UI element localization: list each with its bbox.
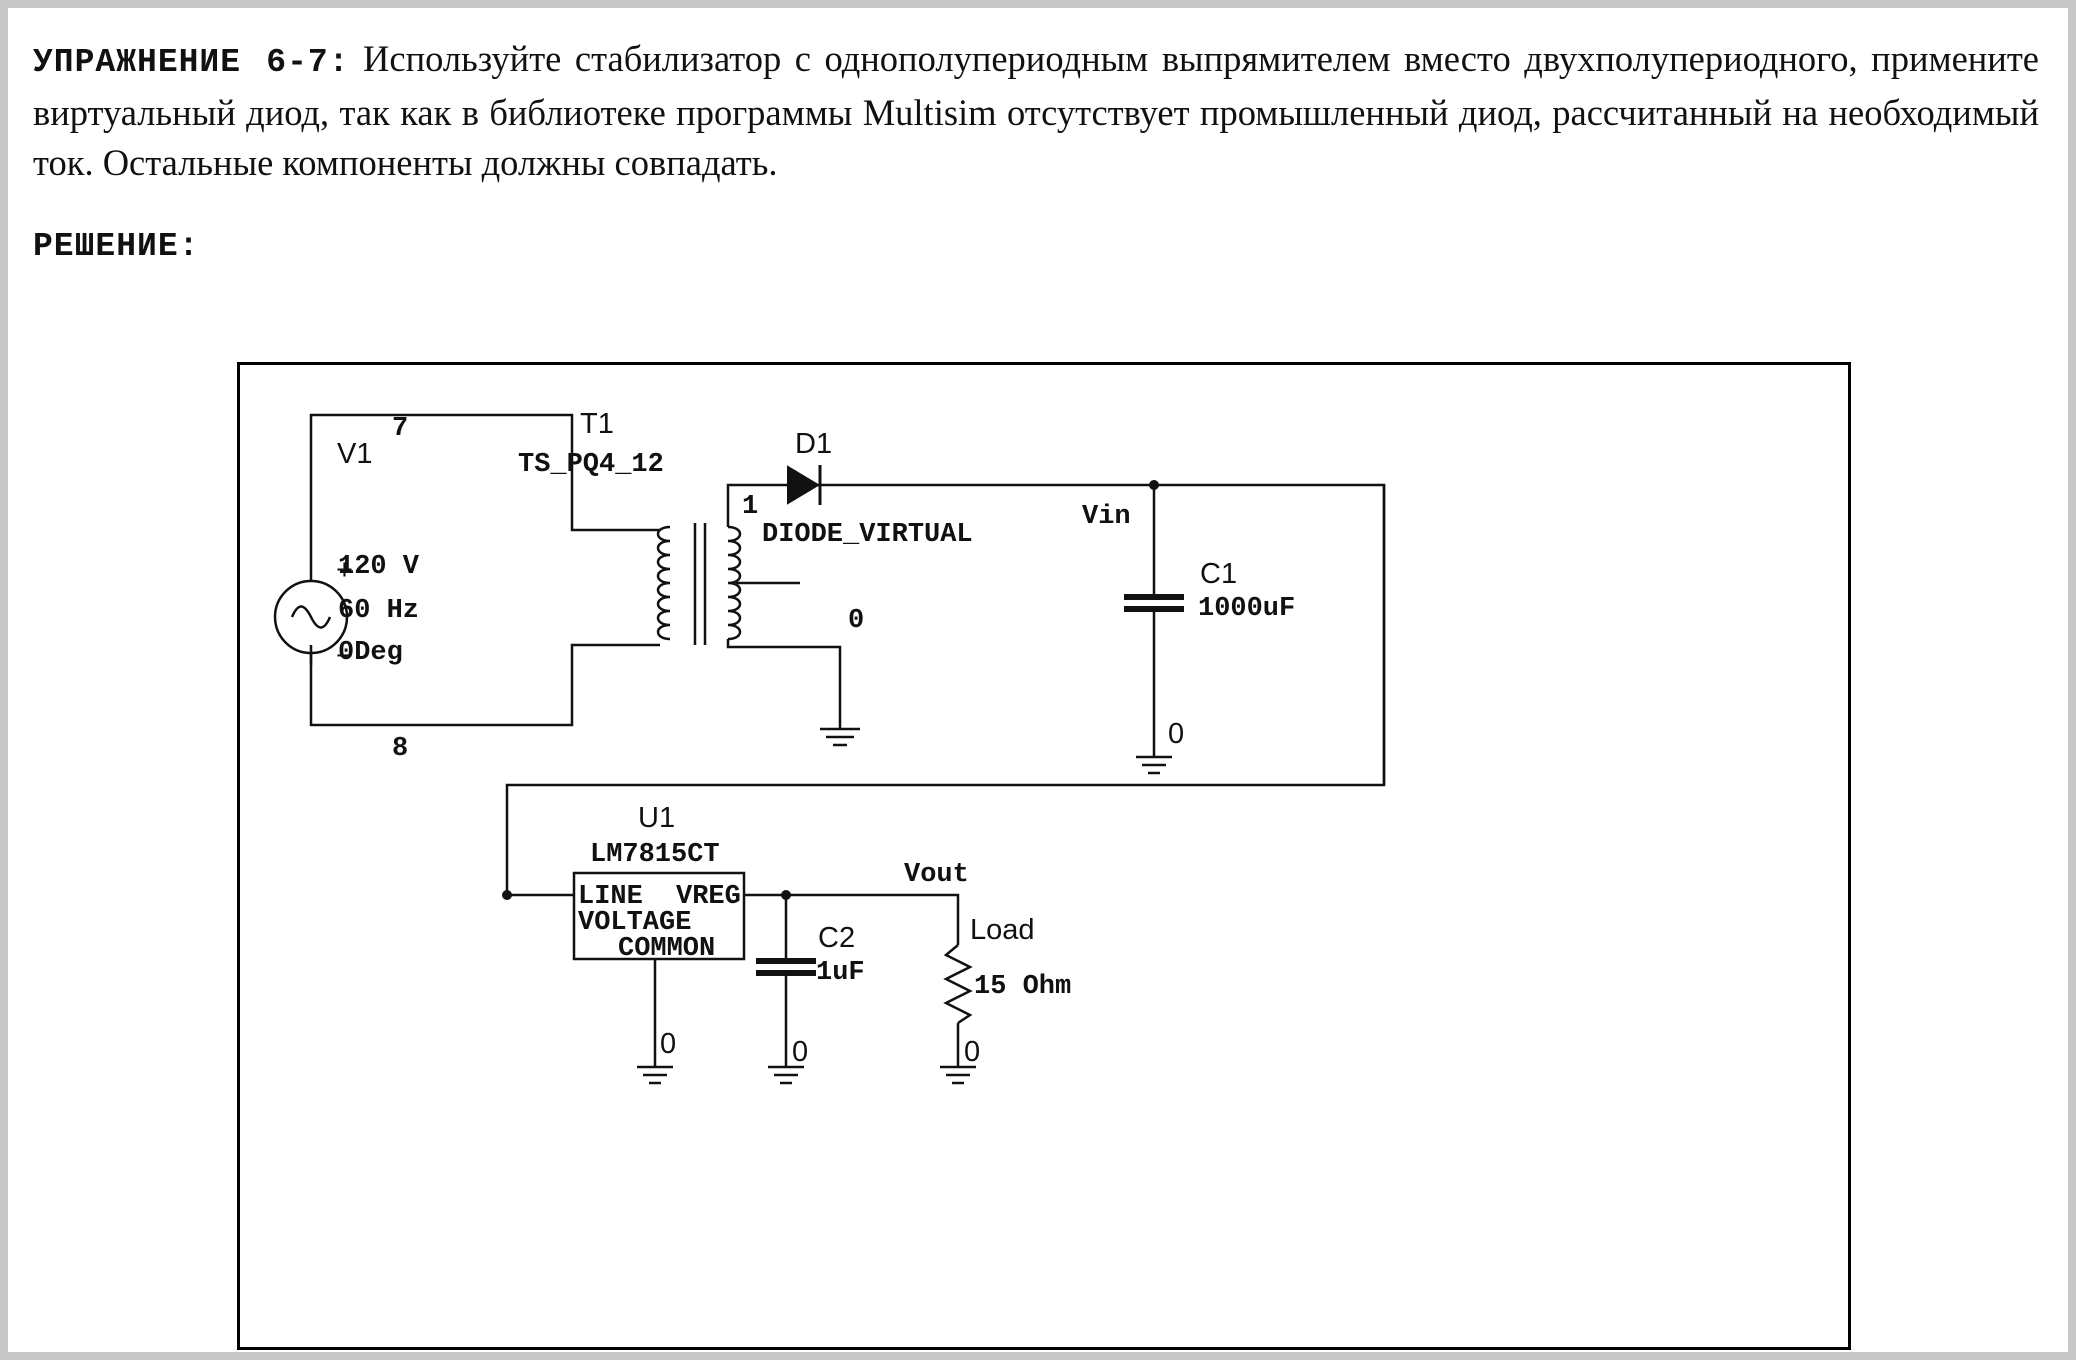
c2-value: 1uF <box>816 958 865 988</box>
regulator-pin-voltage: VOLTAGE <box>578 908 691 938</box>
node-bottom: 8 <box>392 734 408 764</box>
diode-ref: D1 <box>795 428 832 460</box>
wire-secondary-bottom <box>726 639 842 729</box>
transformer-primary-coil <box>656 525 671 641</box>
transformer-secondary-coil <box>727 525 742 641</box>
regulator-pin-common: COMMON <box>618 934 715 964</box>
ground-transformer <box>820 727 860 747</box>
exercise-paragraph: УПРАЖНЕНИЕ 6-7: Используйте стабилизатор… <box>33 34 2039 188</box>
source-plus-sign: + <box>336 554 353 586</box>
node-diode: 1 <box>742 492 758 522</box>
wire-vreg-out <box>744 893 960 945</box>
c1-ref: C1 <box>1200 558 1237 590</box>
load-value: 15 Ohm <box>974 972 1071 1002</box>
junction-vout <box>781 890 791 900</box>
c1-ground-label: 0 <box>1168 718 1184 750</box>
node-vout: Vout <box>904 860 969 890</box>
node-ground-transformer: 0 <box>848 606 864 636</box>
regulator-u1-box <box>572 871 746 961</box>
regulator-pin-vreg: VREG <box>676 882 741 912</box>
regulator-ground-label: 0 <box>660 1028 676 1060</box>
c2-ref: C2 <box>818 922 855 954</box>
transformer-model: TS_PQ4_12 <box>518 450 664 480</box>
exercise-text: Используйте стабилизатор с однополуперио… <box>33 38 2039 183</box>
capacitor-c2-plates <box>756 958 816 976</box>
source-frequency: 60 Hz <box>338 596 419 626</box>
source-phase: 0Deg <box>338 638 403 668</box>
transformer-ref: T1 <box>580 408 614 440</box>
node-vin: Vin <box>1082 502 1131 532</box>
solution-label: РЕШЕНИЕ: <box>33 228 200 265</box>
resistor-load-zigzag <box>943 944 973 1025</box>
circuit-schematic: + − V1 120 V 60 Hz 0Deg 7 8 T1 TS_PQ4_12… <box>237 362 1851 1350</box>
c1-value: 1000uF <box>1198 594 1295 624</box>
junction-vin <box>1149 480 1159 490</box>
ground-regulator <box>637 1065 673 1085</box>
source-minus-sign: − <box>336 640 353 672</box>
solution-heading: РЕШЕНИЕ: <box>33 228 199 265</box>
transformer-core <box>693 523 707 645</box>
schematic-canvas: + − V1 120 V 60 Hz 0Deg 7 8 T1 TS_PQ4_12… <box>273 408 1386 1085</box>
load-ref: Load <box>970 914 1035 946</box>
regulator-model: LM7815CT <box>590 840 720 870</box>
sine-wave-icon <box>290 605 332 629</box>
ground-c1 <box>1136 755 1172 775</box>
source-voltage: 120 V <box>338 552 420 582</box>
source-ref: V1 <box>337 438 372 470</box>
wire-source-loop <box>309 413 660 555</box>
exercise-label: УПРАЖНЕНИЕ 6-7: <box>33 44 350 81</box>
c2-ground-label: 0 <box>792 1036 808 1068</box>
wire-vin-to-regulator <box>505 485 1386 897</box>
diode-model: DIODE_VIRTUAL <box>762 520 973 550</box>
capacitor-c1-plates <box>1124 594 1184 612</box>
junction-regulator-in <box>502 890 512 900</box>
ground-load <box>940 1065 976 1085</box>
ground-c2 <box>768 1065 804 1085</box>
wire-source-bottom <box>309 643 660 727</box>
node-top: 7 <box>392 414 408 444</box>
regulator-ref: U1 <box>638 802 675 834</box>
regulator-pin-line: LINE <box>578 882 643 912</box>
diode-d1-symbol <box>787 465 822 505</box>
load-ground-label: 0 <box>964 1036 980 1068</box>
